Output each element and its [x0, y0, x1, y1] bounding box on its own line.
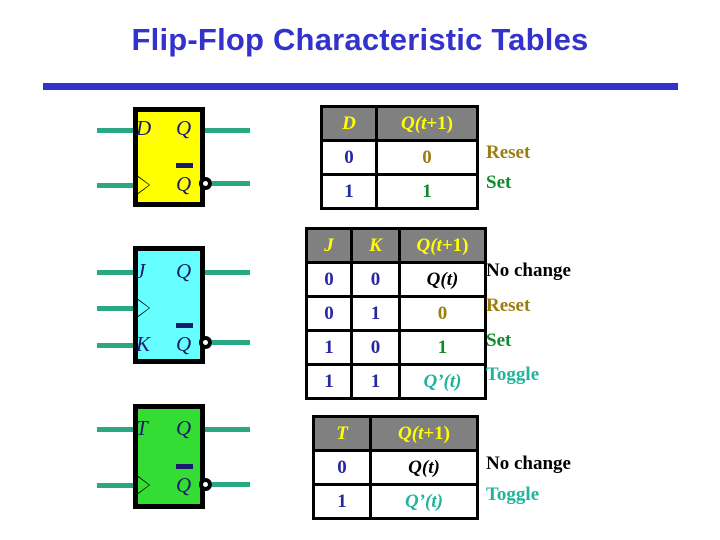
jk-row0-k: 0 [350, 261, 401, 298]
t-output-pin-label: Q [176, 416, 192, 440]
title-divider-rule [43, 83, 678, 90]
t-output-wire [205, 427, 250, 432]
d-clock-triangle-fill [138, 177, 149, 193]
t-row1-input: 1 [312, 483, 372, 520]
t-row1-note: Toggle [486, 484, 540, 505]
d-output-pin-label: Q [176, 116, 192, 140]
d-row0-next: 0 [375, 139, 479, 176]
t-input-pin-label: T [136, 416, 148, 440]
jk-row1-note: Reset [486, 295, 531, 316]
d-row0-note: Reset [486, 142, 531, 163]
d-output-wire [205, 128, 250, 133]
jk-clock-wire [97, 306, 135, 311]
jk-output-pin-label: Q [176, 259, 192, 283]
t-output-inverted-overbar [176, 464, 193, 469]
d-row1-next: 1 [375, 173, 479, 210]
qnext-prefix: Q( [401, 112, 422, 134]
t-row0-note: No change [486, 453, 571, 474]
t-row0-input: 0 [312, 449, 372, 486]
table-row: 1 0 1 [305, 329, 487, 366]
d-inversion-bubble-icon [199, 177, 212, 190]
qnext-prefix: Q( [398, 422, 419, 444]
jk-row3-k: 1 [350, 363, 401, 400]
t-input-wire [97, 427, 135, 432]
t-clock-triangle-fill [138, 477, 149, 493]
table-row: 0 Q(t) [312, 449, 479, 486]
jk-row2-note: Set [486, 330, 512, 351]
qnext-suffix: +1) [441, 234, 469, 256]
d-output-inverted-pin-label: Q [176, 172, 192, 196]
jk-table-header-k: K [350, 227, 401, 264]
jk-row1-k: 1 [350, 295, 401, 332]
jk-row0-j: 0 [305, 261, 353, 298]
jk-row1-j: 0 [305, 295, 353, 332]
d-characteristic-table: D Q(t+1) 0 0 1 1 [320, 105, 479, 210]
jk-output-inverted-pin-label: Q [176, 332, 192, 356]
jk-row3-note: Toggle [486, 364, 540, 385]
table-row: 1 Q’(t) [312, 483, 479, 520]
qnext-suffix: +1) [426, 112, 453, 134]
t-table-header-qnext: Q(t+1) [369, 415, 479, 452]
qnext-var: t [436, 234, 442, 256]
jk-row3-next: Q’(t) [398, 363, 487, 400]
jk-row0-note: No change [486, 260, 571, 281]
qnext-suffix: +1) [423, 422, 450, 444]
jk-row2-next: 1 [398, 329, 487, 366]
jk-j-input-pin-label: J [136, 259, 146, 283]
d-table-header-d: D [320, 105, 378, 142]
jk-table-header-j: J [305, 227, 353, 264]
d-flip-flop-body [133, 107, 205, 207]
page-title: Flip-Flop Characteristic Tables [131, 22, 589, 57]
jk-characteristic-table: J K Q(t+1) 0 0 Q(t) 0 1 0 1 0 1 1 1 Q’(t… [305, 227, 487, 400]
d-table-header-row: D Q(t+1) [320, 105, 479, 142]
jk-table-header-qnext: Q(t+1) [398, 227, 487, 264]
qnext-prefix: Q( [416, 234, 437, 256]
t-inversion-bubble-icon [199, 478, 212, 491]
d-output-inverted-wire [212, 181, 250, 186]
jk-j-input-wire [97, 270, 135, 275]
jk-table-header-row: J K Q(t+1) [305, 227, 487, 264]
d-input-wire [97, 128, 135, 133]
jk-row1-next: 0 [398, 295, 487, 332]
d-clock-wire [97, 183, 135, 188]
t-table-header-row: T Q(t+1) [312, 415, 479, 452]
t-row1-next: Q’(t) [369, 483, 479, 520]
jk-k-input-wire [97, 343, 135, 348]
t-output-inverted-pin-label: Q [176, 473, 192, 497]
d-row0-input: 0 [320, 139, 378, 176]
d-row1-note: Set [486, 172, 512, 193]
jk-inversion-bubble-icon [199, 336, 212, 349]
jk-output-inverted-overbar [176, 323, 193, 328]
t-clock-wire [97, 483, 135, 488]
table-row: 1 1 [320, 173, 479, 210]
jk-row2-k: 0 [350, 329, 401, 366]
table-row: 0 0 [320, 139, 479, 176]
jk-row2-j: 1 [305, 329, 353, 366]
table-row: 0 1 0 [305, 295, 487, 332]
jk-output-wire [205, 270, 250, 275]
t-output-inverted-wire [212, 482, 250, 487]
qnext-var: t [421, 112, 427, 134]
d-row1-input: 1 [320, 173, 378, 210]
t-flip-flop-body [133, 404, 205, 509]
jk-clock-triangle-fill [138, 300, 149, 316]
d-output-inverted-overbar [176, 163, 193, 168]
jk-k-input-pin-label: K [136, 332, 151, 356]
d-input-pin-label: D [136, 116, 152, 140]
t-characteristic-table: T Q(t+1) 0 Q(t) 1 Q’(t) [312, 415, 479, 520]
table-row: 1 1 Q’(t) [305, 363, 487, 400]
t-row0-next: Q(t) [369, 449, 479, 486]
d-table-header-qnext: Q(t+1) [375, 105, 479, 142]
jk-row3-j: 1 [305, 363, 353, 400]
t-table-header-t: T [312, 415, 372, 452]
jk-output-inverted-wire [212, 340, 250, 345]
table-row: 0 0 Q(t) [305, 261, 487, 298]
qnext-var: t [418, 422, 424, 444]
jk-row0-next: Q(t) [398, 261, 487, 298]
